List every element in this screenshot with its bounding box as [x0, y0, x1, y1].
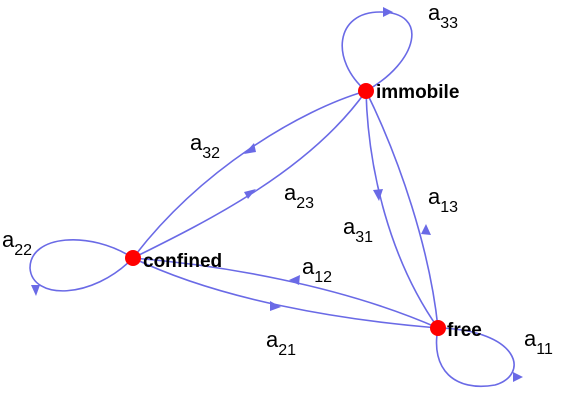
edge-immobile-to-confined — [132, 90, 367, 259]
edge-labels: a33 a32 a23 a13 a31 a22 a12 a21 a11 — [2, 0, 553, 359]
loop-free — [435, 327, 515, 387]
node-immobile — [358, 83, 374, 99]
node-confined — [125, 250, 141, 266]
arrow-a23 — [244, 189, 256, 199]
edge-immobile-to-free — [365, 90, 439, 329]
arrowheads — [31, 7, 523, 382]
arrow-a11 — [513, 372, 523, 382]
arrow-a21 — [270, 301, 281, 311]
edge-label-a23: a23 — [284, 180, 314, 212]
loop-confined — [29, 239, 134, 292]
arrow-a22 — [31, 285, 40, 296]
loop-immobile — [341, 11, 413, 92]
edge-free-to-confined — [132, 257, 439, 329]
arrow-a12 — [289, 275, 300, 285]
node-label-confined: confined — [143, 251, 222, 272]
edge-confined-to-immobile — [132, 90, 367, 259]
edge-label-a11: a11 — [524, 326, 553, 358]
edge-confined-to-free — [132, 257, 439, 329]
node-labels: immobile confined free — [143, 82, 482, 341]
node-free — [430, 320, 446, 336]
edge-label-a21: a21 — [266, 327, 296, 359]
edges — [29, 11, 515, 387]
node-label-free: free — [447, 320, 482, 341]
edge-label-a32: a32 — [190, 130, 220, 162]
nodes — [125, 83, 446, 336]
edge-free-to-immobile — [365, 90, 439, 329]
edge-label-a33: a33 — [428, 0, 458, 32]
arrow-a33 — [383, 7, 393, 17]
arrow-a31 — [373, 189, 383, 201]
edge-label-a13: a13 — [428, 184, 458, 216]
edge-label-a12: a12 — [302, 254, 332, 286]
node-label-immobile: immobile — [376, 82, 459, 103]
edge-label-a22: a22 — [2, 227, 32, 259]
arrow-a13 — [421, 224, 431, 235]
arrow-a32 — [244, 143, 256, 154]
edge-label-a31: a31 — [343, 214, 373, 246]
